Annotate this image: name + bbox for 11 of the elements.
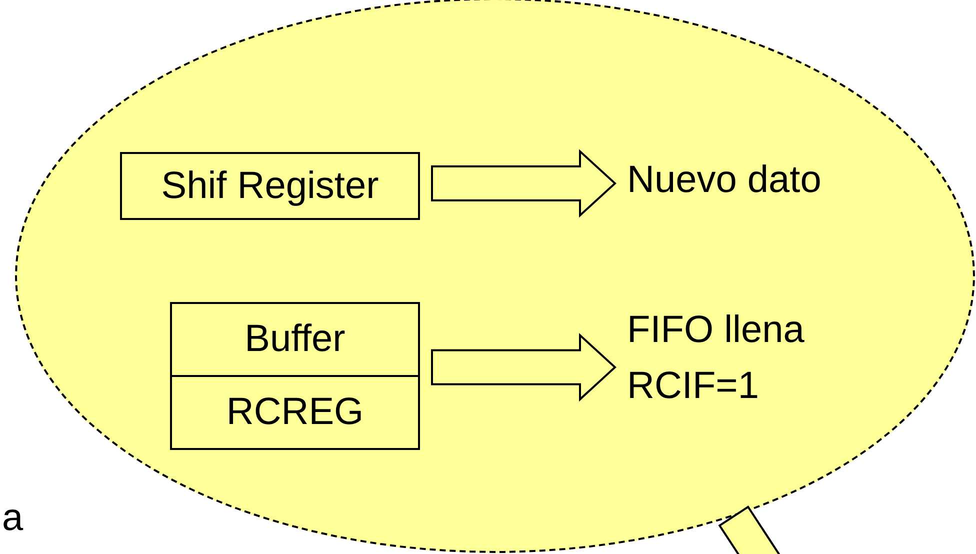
register-label: Shif Register <box>160 164 380 208</box>
text-label: a <box>2 497 24 540</box>
register-stack-box <box>170 302 420 450</box>
register-label: Buffer <box>244 317 346 362</box>
status-text: FIFO llena <box>627 308 804 353</box>
register-box <box>120 152 420 220</box>
status-text: RCIF=1 <box>627 364 760 409</box>
block-arrow <box>431 333 616 402</box>
block-arrow <box>431 149 616 218</box>
register-label: RCREG <box>172 375 418 448</box>
status-text: Nuevo dato <box>627 158 822 203</box>
